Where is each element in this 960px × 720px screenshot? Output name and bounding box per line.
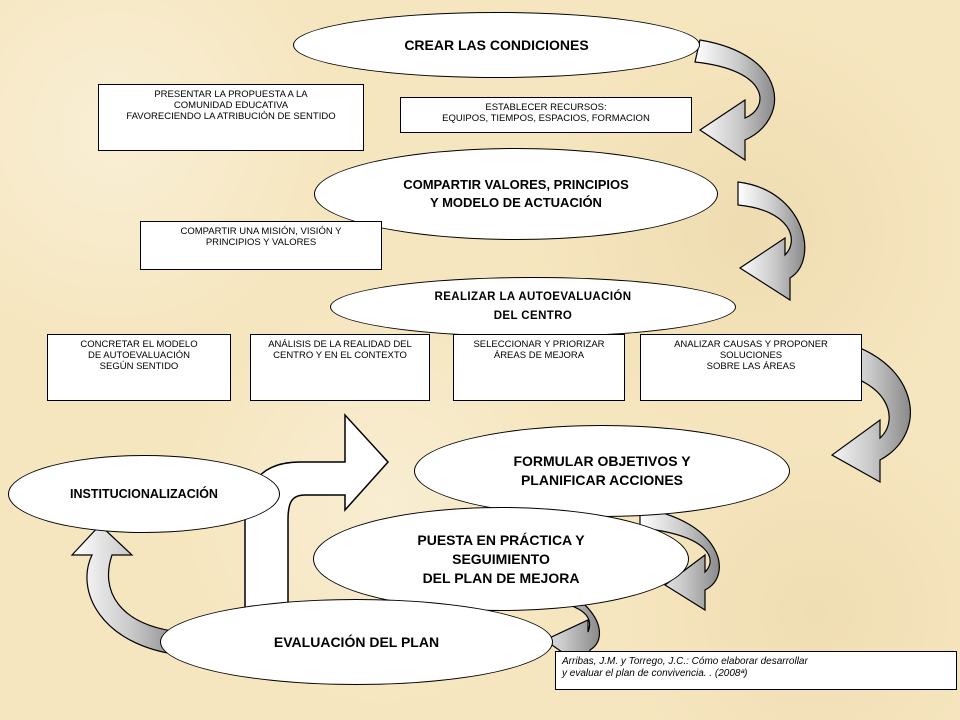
node-formular-objetivos-label: FORMULAR OBJETIVOS Y PLANIFICAR ACCIONES — [513, 453, 691, 488]
box-analizar-causas: ANALIZAR CAUSAS Y PROPONER SOLUCIONES SO… — [640, 334, 862, 401]
citation-box: Arribas, J.M. y Torrego, J.C.: Cómo elab… — [555, 651, 957, 690]
node-evaluacion-plan-label: EVALUACIÓN DEL PLAN — [273, 634, 440, 650]
node-crear-condiciones: CREAR LAS CONDICIONES — [293, 12, 700, 78]
node-formular-objetivos: FORMULAR OBJETIVOS Y PLANIFICAR ACCIONES — [414, 425, 790, 517]
node-compartir-valores-label: COMPARTIR VALORES, PRINCIPIOS Y MODELO D… — [403, 177, 629, 210]
box-presentar-propuesta: PRESENTAR LA PROPUESTA A LA COMUNIDAD ED… — [98, 84, 364, 151]
node-institucionalizacion: INSTITUCIONALIZACIÓN — [8, 455, 280, 533]
node-realizar-autoevaluacion: REALIZAR LA AUTOEVALUACIÓN DEL CENTRO — [330, 277, 736, 337]
node-evaluacion-plan: EVALUACIÓN DEL PLAN — [160, 599, 553, 685]
box-seleccionar-priorizar: SELECCIONAR Y PRIORIZAR ÁREAS DE MEJORA — [453, 334, 625, 401]
node-institucionalizacion-label: INSTITUCIONALIZACIÓN — [70, 487, 218, 501]
curved-arrow-6 — [70, 524, 181, 656]
node-realizar-autoevaluacion-label: REALIZAR LA AUTOEVALUACIÓN DEL CENTRO — [434, 291, 632, 322]
box-concretar-modelo: CONCRETAR EL MODELO DE AUTOEVALUACIÓN SE… — [47, 334, 231, 401]
curved-arrow-1 — [694, 39, 776, 162]
node-puesta-en-practica-label: PUESTA EN PRÁCTICA Y SEGUIMIENTO DEL PLA… — [417, 531, 585, 586]
box-analisis-realidad: ANÁLISIS DE LA REALIDAD DEL CENTRO Y EN … — [250, 334, 430, 401]
node-crear-condiciones-label: CREAR LAS CONDICIONES — [404, 37, 589, 53]
curved-arrow-2 — [737, 181, 806, 302]
box-compartir-mision: COMPARTIR UNA MISIÓN, VISIÓN Y PRINCIPIO… — [140, 221, 382, 270]
node-puesta-en-practica: PUESTA EN PRÁCTICA Y SEGUIMIENTO DEL PLA… — [313, 507, 689, 611]
curved-arrow-4 — [639, 507, 720, 612]
box-establecer-recursos: ESTABLECER RECURSOS: EQUIPOS, TIEMPOS, E… — [400, 97, 692, 133]
